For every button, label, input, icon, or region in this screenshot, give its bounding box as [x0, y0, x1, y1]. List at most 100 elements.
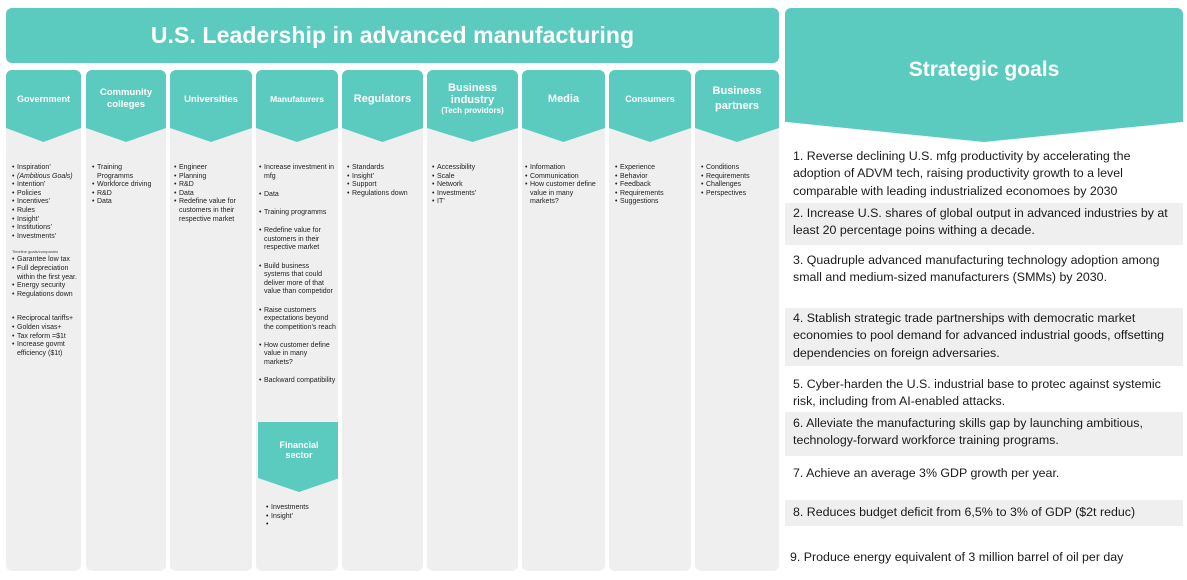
- list-item: Regulations down: [12, 291, 78, 300]
- list-item: Rules: [12, 207, 78, 216]
- list-item: Information: [525, 164, 603, 173]
- list-item: (Ambitious Goals): [12, 173, 78, 182]
- list-item: Incentives’: [12, 198, 78, 207]
- list-item: Investments’: [432, 190, 510, 199]
- column-header-regulators: Regulators: [342, 70, 423, 128]
- title-banner: U.S. Leadership in advanced manufacturin…: [6, 8, 779, 63]
- list-item: Insight’: [266, 513, 309, 522]
- business-partners-list: Conditions Requirements Challenges Persp…: [701, 164, 771, 198]
- list-item: Support: [347, 181, 415, 190]
- column-header-label: Business: [712, 85, 762, 97]
- column-header-label: Regulators: [353, 93, 412, 105]
- list-item: Increase investment in mfg: [259, 164, 336, 181]
- list-item: Perspectives: [701, 190, 771, 199]
- government-list-1: Inspiration’ (Ambitious Goals) Intention…: [12, 164, 78, 241]
- goal-item: 8. Reduces budget deficit from 6,5% to 3…: [785, 500, 1183, 526]
- column-header-media: Media: [522, 70, 605, 128]
- list-item: Workforce driving: [92, 181, 158, 190]
- strategic-goals-title: Strategic goals: [908, 58, 1060, 81]
- list-item: Increase govmt efficiency ($1t): [12, 341, 78, 358]
- list-item: Training Programms: [92, 164, 158, 181]
- list-item: Intention’: [12, 181, 78, 190]
- list-item: Data: [92, 198, 158, 207]
- column-media: Media Information Communication How cust…: [522, 70, 605, 571]
- list-item: Energy security: [12, 282, 78, 291]
- government-list-3: Reciprocal tariffs+ Golden visas+ Tax re…: [12, 315, 78, 358]
- list-item: Accessibility: [432, 164, 510, 173]
- column-header-label: partners: [714, 100, 760, 112]
- list-item: Insight’: [12, 216, 78, 225]
- goal-item: 1. Reverse declining U.S. mfg productivi…: [793, 149, 1131, 198]
- list-item: Engineer: [174, 164, 248, 173]
- column-header-manufacturers: Manufaturers: [256, 70, 338, 128]
- community-colleges-list: Training Programms Workforce driving R&D…: [92, 164, 158, 207]
- list-item: Tax reform =$1t: [12, 333, 78, 342]
- list-item: Golden visas+: [12, 324, 78, 333]
- goal-item: 2. Increase U.S. shares of global output…: [785, 203, 1183, 245]
- list-item: Requirements: [615, 190, 683, 199]
- list-item: Data: [259, 191, 336, 200]
- regulators-list: Standards Insight’ Support Regulations d…: [347, 164, 415, 198]
- column-header-universities: Universities: [170, 70, 252, 128]
- list-item: Behavior: [615, 173, 683, 182]
- government-list-2: Garantee low tax Full depreciation withi…: [12, 256, 78, 299]
- list-item: Communication: [525, 173, 603, 182]
- column-community-colleges: Community colleges Training Programms Wo…: [86, 70, 166, 571]
- list-item: R&D: [92, 190, 158, 199]
- government-small-note: Timeline goals/companies: [12, 249, 59, 255]
- list-item: Policies: [12, 190, 78, 199]
- column-header-consumers: Consumers: [609, 70, 691, 128]
- column-header-label: Consumers: [625, 94, 675, 104]
- list-item: Network: [432, 181, 510, 190]
- column-regulators: Regulators Standards Insight’ Support Re…: [342, 70, 423, 571]
- list-item: Garantee low tax: [12, 256, 78, 265]
- column-header-label: Manufaturers: [270, 94, 324, 104]
- column-header-label: Universities: [184, 93, 238, 105]
- consumers-list: Experience Behavior Feedback Requirement…: [615, 164, 683, 207]
- column-business-industry: Business industry (Tech providors) Acces…: [427, 70, 518, 571]
- column-universities: Universities Engineer Planning R&D Data …: [170, 70, 252, 571]
- goal-item: 4. Stablish strategic trade partnerships…: [785, 308, 1183, 366]
- column-header-government: Government: [6, 70, 81, 128]
- diagram-title: U.S. Leadership in advanced manufacturin…: [150, 22, 635, 48]
- manufacturers-list: Increase investment in mfg Data Training…: [259, 164, 336, 386]
- list-item: Standards: [347, 164, 415, 173]
- goal-item: 3. Quadruple advanced manufacturing tech…: [793, 253, 1160, 285]
- column-consumers: Consumers Experience Behavior Feedback R…: [609, 70, 691, 571]
- media-list: Information Communication How customer d…: [525, 164, 603, 207]
- column-header-label: Government: [16, 94, 70, 104]
- list-item: Requirements: [701, 173, 771, 182]
- list-item: Investments: [266, 504, 309, 513]
- column-header-label: colleges: [106, 99, 146, 110]
- list-item: Institutions’: [12, 224, 78, 233]
- list-item: How customer define value in many market…: [525, 181, 603, 207]
- list-item: IT’: [432, 198, 510, 207]
- list-item: Planning: [174, 173, 248, 182]
- column-header-label: Business: [448, 82, 497, 94]
- list-item: Training programms: [259, 209, 336, 218]
- column-header-sub: (Tech providors): [441, 106, 504, 115]
- universities-list: Engineer Planning R&D Data Redefine valu…: [174, 164, 248, 224]
- column-header-business-industry: Business industry (Tech providors): [427, 70, 518, 128]
- list-item: Challenges: [701, 181, 771, 190]
- list-item: Redefine value for customers in their re…: [259, 227, 336, 253]
- list-item: Backward compatibility: [259, 377, 336, 386]
- list-item: Regulations down: [347, 190, 415, 199]
- list-item: Full depreciation within the first year.: [12, 265, 78, 282]
- goal-item: 6. Alleviate the manufacturing skills ga…: [785, 412, 1183, 456]
- column-government: Government Inspiration’ (Ambitious Goals…: [6, 70, 81, 571]
- list-item: How customer define value in many market…: [259, 342, 336, 368]
- business-industry-list: Accessibility Scale Network Investments’…: [432, 164, 510, 207]
- list-item: R&D: [174, 181, 248, 190]
- list-item: Conditions: [701, 164, 771, 173]
- column-header-label: Media: [547, 93, 580, 105]
- column-business-partners: Business partners Conditions Requirement…: [695, 70, 779, 571]
- list-item: Data: [174, 190, 248, 199]
- list-item: Inspiration’: [12, 164, 78, 173]
- column-header-community-colleges: Community colleges: [86, 70, 166, 128]
- list-item: Scale: [432, 173, 510, 182]
- list-item: Redefine value for customers in their re…: [174, 198, 248, 224]
- list-item: Reciprocal tariffs+: [12, 315, 78, 324]
- list-item: Experience: [615, 164, 683, 173]
- list-item: Feedback: [615, 181, 683, 190]
